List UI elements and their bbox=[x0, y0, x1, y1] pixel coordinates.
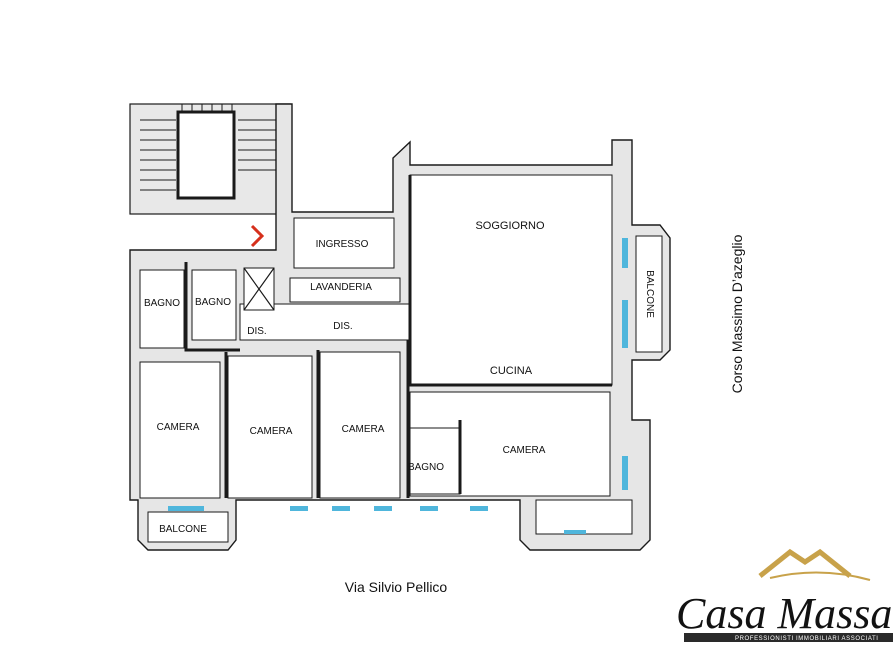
brand-logo: Casa Massa PROFESSIONISTI IMMOBILIARI AS… bbox=[676, 548, 893, 642]
room-label-camera-3: CAMERA bbox=[342, 424, 385, 435]
windows bbox=[168, 238, 628, 534]
street-label-right: Corso Massimo D’azeglio bbox=[729, 234, 745, 393]
street-label-bottom: Via Silvio Pellico bbox=[345, 579, 448, 595]
entry-arrow-icon bbox=[250, 224, 265, 248]
room-label-lavanderia: LAVANDERIA bbox=[310, 282, 372, 293]
room-label-bagno-left: BAGNO bbox=[144, 298, 180, 309]
room-label-balcone-bottom: BALCONE bbox=[159, 524, 207, 535]
brand-tagline: PROFESSIONISTI IMMOBILIARI ASSOCIATI bbox=[735, 636, 879, 642]
outer-walls bbox=[129, 103, 671, 551]
room-label-camera-4: CAMERA bbox=[503, 445, 546, 456]
room-label-bagno-mid: BAGNO bbox=[195, 297, 231, 308]
room-label-dis-mid: DIS. bbox=[333, 321, 352, 332]
room-label-camera-1: CAMERA bbox=[157, 422, 200, 433]
room-label-camera-2: CAMERA bbox=[250, 426, 293, 437]
room-label-balcone-right: BALCONE bbox=[644, 270, 655, 318]
room-label-bagno-bottom: BAGNO bbox=[408, 462, 444, 473]
room-label-dis-left: DIS. bbox=[247, 326, 266, 337]
room-label-soggiorno: SOGGIORNO bbox=[475, 220, 545, 232]
room-label-ingresso: INGRESSO bbox=[316, 239, 369, 250]
roof-icon bbox=[758, 548, 852, 578]
brand-name: Casa Massa bbox=[676, 589, 892, 638]
stairwell bbox=[129, 103, 291, 215]
room-label-cucina: CUCINA bbox=[490, 365, 533, 377]
